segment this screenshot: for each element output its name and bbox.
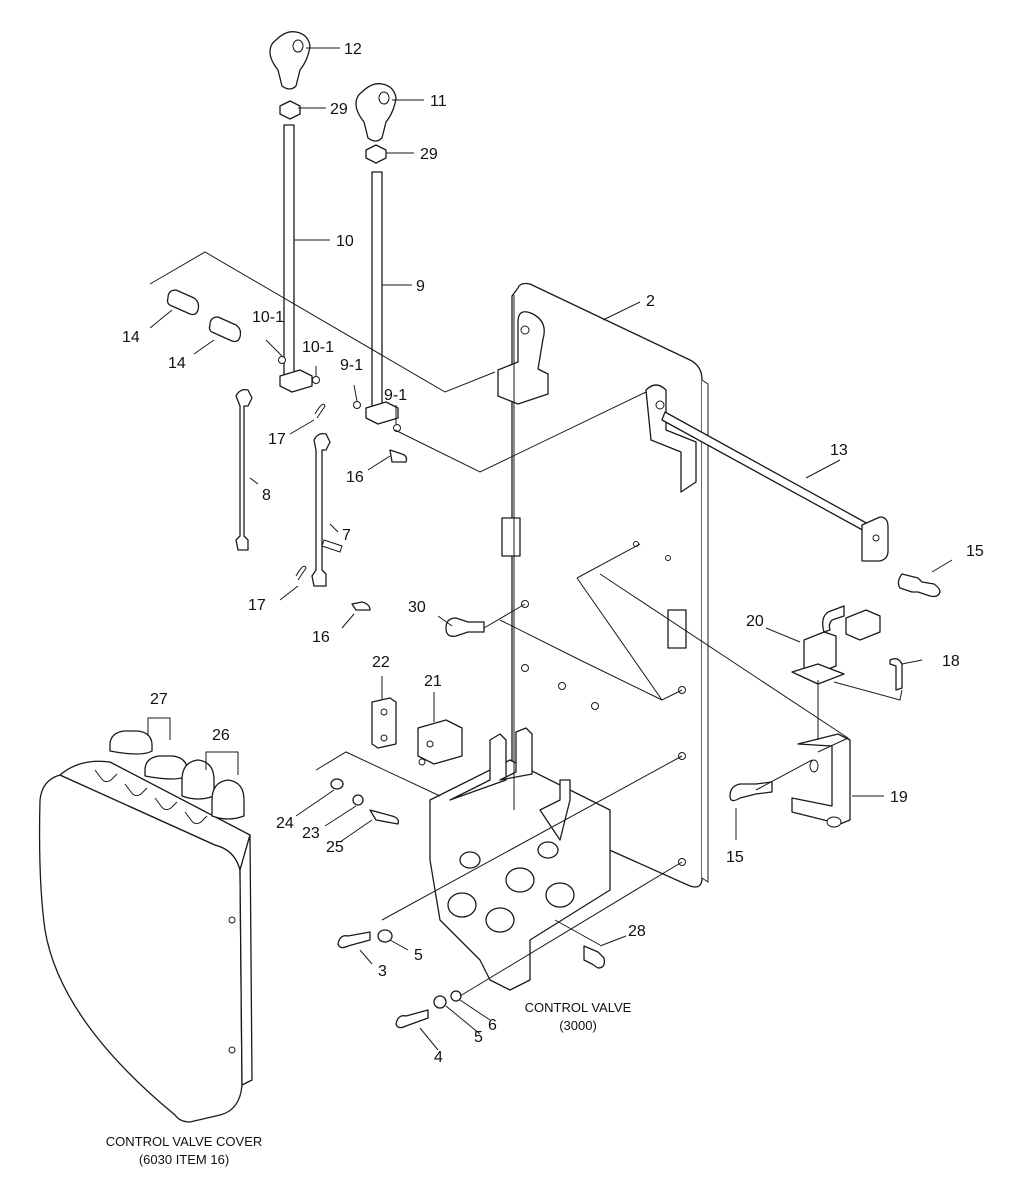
- clamp-and-block: [371, 697, 463, 766]
- pivot-rod: [661, 411, 889, 562]
- control-valve-cover: [38, 760, 253, 1123]
- micro-switch-assembly: [791, 605, 903, 828]
- lever-assembly-left: [269, 31, 320, 393]
- callout-28: 28: [628, 923, 646, 940]
- callout-17: 17: [268, 431, 286, 448]
- callout-9-1: 9-1: [340, 357, 363, 374]
- control-valve-body: [429, 727, 611, 991]
- callout-21: 21: [424, 673, 442, 690]
- callout-16: 16: [312, 629, 330, 646]
- callout-8: 8: [262, 487, 271, 504]
- callout-17: 17: [248, 597, 266, 614]
- callout-24: 24: [276, 815, 294, 832]
- callout-19: 19: [890, 789, 908, 806]
- callout-14: 14: [168, 355, 186, 372]
- callout-10-1: 10-1: [252, 309, 284, 326]
- cover-caption-reference: (6030 ITEM 16): [139, 1152, 229, 1167]
- valve-hardware: [337, 929, 606, 1029]
- cover-caption-title: CONTROL VALVE COVER: [106, 1134, 263, 1149]
- callout-29: 29: [420, 146, 438, 163]
- callout-18: 18: [942, 653, 960, 670]
- callout-6: 6: [488, 1017, 497, 1034]
- callout-22: 22: [372, 654, 390, 671]
- callout-29: 29: [330, 101, 348, 118]
- callout-7: 7: [342, 527, 351, 544]
- knob-cover-boots: [109, 717, 245, 820]
- control-valve-caption-number: (3000): [559, 1018, 597, 1033]
- mounting-plate: [497, 282, 709, 888]
- callout-10-1: 10-1: [302, 339, 334, 356]
- callout-15: 15: [726, 849, 744, 866]
- callout-12: 12: [344, 41, 362, 58]
- callout-2: 2: [646, 293, 655, 310]
- leader-lines: [149, 47, 953, 1051]
- bushings: [166, 289, 242, 343]
- callout-14: 14: [122, 329, 140, 346]
- callout-26: 26: [212, 727, 230, 744]
- callout-10: 10: [336, 233, 354, 250]
- callout-16: 16: [346, 469, 364, 486]
- lever-assembly-right: [353, 83, 401, 432]
- linkage-rods: [235, 388, 408, 611]
- callout-5: 5: [414, 947, 423, 964]
- callout-23: 23: [302, 825, 320, 842]
- callout-30: 30: [408, 599, 426, 616]
- small-hardware: [330, 778, 400, 825]
- callout-5: 5: [474, 1029, 483, 1046]
- callout-3: 3: [378, 963, 387, 980]
- callout-25: 25: [326, 839, 344, 856]
- callout-13: 13: [830, 442, 848, 459]
- callout-15: 15: [966, 543, 984, 560]
- callout-labels: 12 29 11 29 10 9 2 14 14 10-1 10-1 9-1 9…: [122, 41, 984, 1066]
- callout-11: 11: [430, 93, 447, 110]
- callout-27: 27: [150, 691, 168, 708]
- callout-4: 4: [434, 1049, 443, 1066]
- control-valve-caption-title: CONTROL VALVE: [525, 1000, 632, 1015]
- callout-9: 9: [416, 278, 425, 295]
- callout-20: 20: [746, 613, 764, 630]
- captions: CONTROL VALVE (3000) CONTROL VALVE COVER…: [106, 1000, 632, 1167]
- callout-9-1: 9-1: [384, 387, 407, 404]
